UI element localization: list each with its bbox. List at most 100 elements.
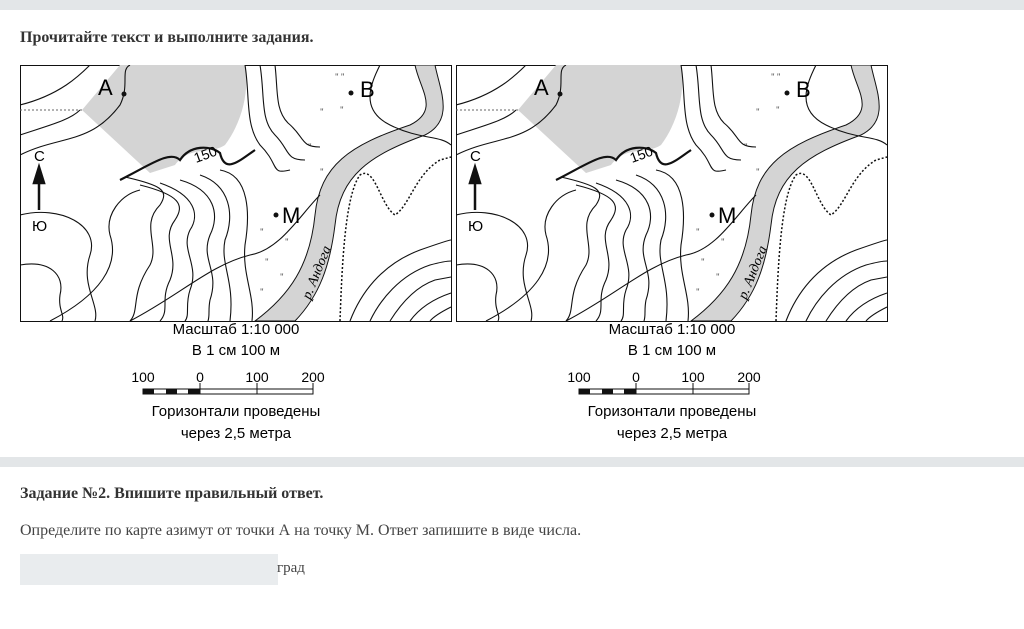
contour-line: [259, 65, 306, 161]
contour-line: [710, 65, 757, 148]
contour-label: 150: [192, 143, 220, 166]
contour-line: [560, 176, 601, 322]
meadow-marks: " """"" """"": [260, 72, 345, 297]
contour-line: [409, 292, 452, 322]
svg-text:": ": [308, 142, 312, 152]
contour-line: [124, 176, 165, 322]
contour-line: [20, 65, 91, 106]
svg-text:": ": [696, 227, 700, 237]
contour-line: [274, 65, 321, 148]
scale-text: В 1 см 100 м: [192, 342, 280, 359]
svg-text:": ": [696, 287, 700, 297]
contours-note-1: Горизонтали проведены: [588, 403, 757, 420]
separator-band: [0, 457, 1024, 467]
contour-line: [615, 179, 652, 322]
point-b-label: В: [796, 77, 811, 102]
contour-line: [456, 211, 533, 322]
contour-line: [20, 263, 64, 322]
top-band: [0, 0, 1024, 10]
north-arrow-icon: [32, 162, 46, 210]
point-a-marker: [121, 91, 127, 97]
contour-line: [129, 194, 321, 322]
scale-tick-label: 100: [681, 369, 705, 385]
meadow-marks: " """"" """"": [696, 72, 781, 297]
unit-label: град: [277, 560, 305, 576]
contour-line: [219, 169, 254, 322]
svg-text:": ": [265, 257, 269, 267]
svg-text:": ": [776, 105, 780, 115]
contour-label: 150: [628, 143, 656, 166]
contours-note-2: через 2,5 метра: [617, 425, 728, 442]
contour-line: [805, 260, 888, 322]
svg-text:": ": [716, 272, 720, 282]
contour-line: [865, 306, 888, 322]
svg-text:": ": [340, 105, 344, 115]
contour-line: [485, 189, 577, 322]
scale-tick-label: 100: [245, 369, 269, 385]
contour-line: [369, 260, 452, 322]
scale-text: В 1 см 100 м: [628, 342, 716, 359]
contour-line: [456, 109, 517, 136]
south-label: Ю: [32, 218, 47, 235]
scale-title: Масштаб 1:10 000: [609, 321, 736, 338]
contour-line: [805, 65, 888, 146]
scale-title: Масштаб 1:10 000: [173, 321, 300, 338]
svg-text:": ": [280, 272, 284, 282]
north-arrow-icon: [468, 162, 482, 210]
contour-line: [349, 239, 452, 322]
contour-line: [139, 184, 180, 322]
contour-line: [595, 182, 631, 322]
contour-line: [49, 189, 141, 322]
point-m-marker: [273, 212, 279, 218]
answer-input[interactable]: [20, 554, 278, 585]
contour-line: [635, 174, 668, 322]
svg-text:": ": [260, 227, 264, 237]
contour-line: [575, 184, 616, 322]
topographic-map-2: А В М 150 С Ю р. Андога " """"" """"" Ма…: [456, 65, 888, 445]
scale-tick-label: 200: [301, 369, 325, 385]
contour-line: [555, 146, 692, 181]
contours-note-2: через 2,5 метра: [181, 425, 292, 442]
svg-text:": ": [756, 107, 760, 117]
contour-line: [20, 211, 97, 322]
contour-line: [680, 65, 727, 172]
svg-text:": ": [260, 287, 264, 297]
contour-line: [159, 182, 195, 322]
svg-text:": ": [320, 167, 324, 177]
svg-text:": ": [721, 237, 725, 247]
south-label: Ю: [468, 218, 483, 235]
point-a-marker: [557, 91, 563, 97]
contour-line: [695, 65, 742, 161]
scale-tick-label: 100: [131, 369, 155, 385]
svg-text:" ": " ": [771, 72, 781, 82]
svg-text:": ": [701, 257, 705, 267]
contour-line: [429, 306, 452, 322]
svg-text:": ": [320, 107, 324, 117]
point-b-marker: [348, 90, 354, 96]
contour-line: [785, 239, 888, 322]
point-m-marker: [709, 212, 715, 218]
contour-line: [845, 292, 888, 322]
contour-line: [199, 174, 232, 322]
point-b-label: В: [360, 77, 375, 102]
point-b-marker: [784, 90, 790, 96]
contour-line: [369, 65, 452, 146]
scale-tick-label: 200: [737, 369, 761, 385]
scale-tick-label: 0: [196, 369, 204, 385]
scale-tick-label: 100: [567, 369, 591, 385]
contours-note-1: Горизонтали проведены: [152, 403, 321, 420]
point-a-label: А: [98, 75, 113, 100]
task-question: Определите по карте азимут от точки А на…: [20, 522, 582, 539]
contour-line: [20, 65, 131, 156]
contour-line: [456, 65, 527, 106]
north-label: С: [470, 148, 481, 165]
contour-line: [389, 276, 452, 322]
contour-line: [179, 179, 216, 322]
scale-bar: [142, 383, 314, 395]
contour-line: [244, 65, 291, 172]
svg-text:": ": [744, 142, 748, 152]
task-title: Задание №2. Впишите правильный ответ.: [20, 485, 324, 502]
svg-text:": ": [285, 237, 289, 247]
intro-heading: Прочитайте текст и выполните задания.: [20, 29, 314, 46]
north-label: С: [34, 148, 45, 165]
